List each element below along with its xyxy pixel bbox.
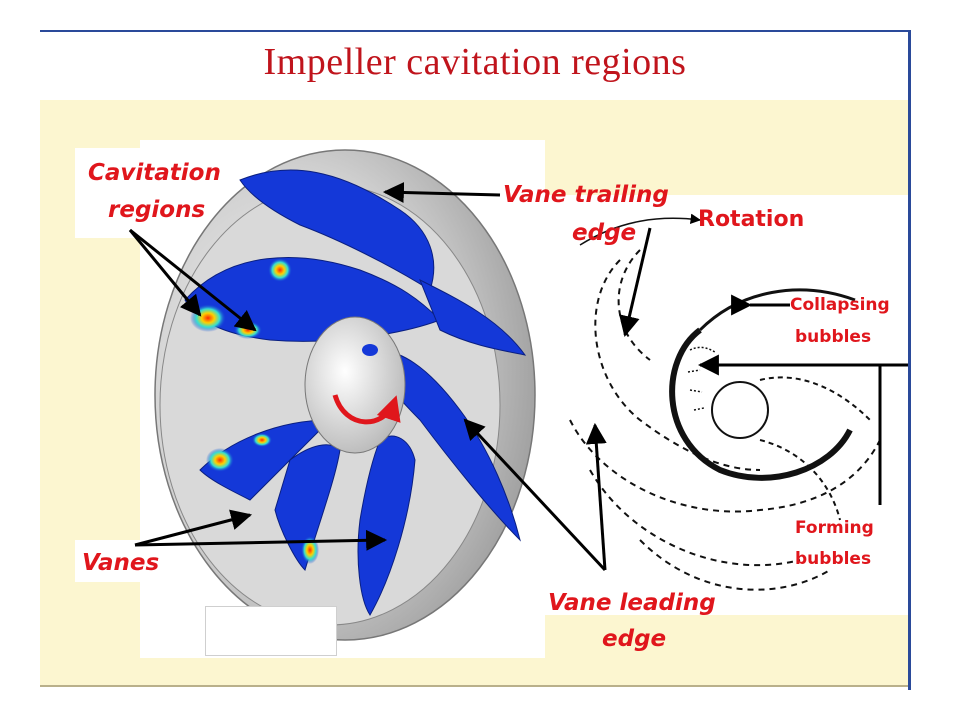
- arrow-leading-right: [585, 422, 607, 571]
- vane-bottom: [274, 444, 341, 571]
- hotspot-3: [268, 258, 292, 282]
- schematic-dashed-7: [759, 439, 841, 521]
- schematic-dashed-2: [617, 249, 651, 361]
- schematic-vane-top: [698, 288, 856, 332]
- blank-caption-box: [205, 606, 337, 656]
- label-vanes: Vanes: [82, 550, 159, 576]
- schematic-dashed-6: [759, 376, 871, 421]
- vane-right: [419, 278, 527, 356]
- label-vane-leading-line1: Vane leading: [548, 590, 716, 616]
- label-bg-cavitation: [75, 148, 235, 238]
- vane-left: [199, 419, 332, 501]
- slide-right-border: [908, 30, 911, 690]
- arrow-cavitation-2: [129, 228, 257, 332]
- arrow-vanes-1: [134, 509, 253, 547]
- title-top-rule: [40, 30, 910, 32]
- schematic-rotation-arc: [579, 213, 702, 246]
- schematic-vane-main: [669, 327, 853, 481]
- arrow-leading-left: [463, 418, 607, 572]
- hotspot-4: [206, 448, 234, 472]
- arrow-cavitation-1: [128, 229, 202, 317]
- label-vane-trailing-line1: Vane trailing: [503, 182, 669, 208]
- label-forming-line1: Forming: [795, 518, 874, 538]
- arrow-vane-trailing-right: [619, 227, 652, 338]
- schematic-hub: [711, 381, 769, 439]
- label-cavitation-line1: Cavitation: [88, 160, 221, 186]
- schematic-dashed-1: [594, 259, 761, 471]
- hotspot-5: [252, 433, 272, 447]
- label-vane-trailing-line2: edge: [572, 220, 636, 246]
- schematic-image-bg: [545, 195, 908, 615]
- arrow-vane-trailing-left: [382, 181, 501, 203]
- rotation-arrow-red: [332, 394, 401, 425]
- label-cavitation-line2: regions: [108, 197, 205, 223]
- impeller-schematic: [569, 213, 881, 591]
- label-vane-leading-line2: edge: [602, 626, 666, 652]
- impeller-3d: [154, 149, 536, 641]
- schematic-dashed-4: [589, 469, 801, 567]
- label-collapsing-line2: bubbles: [795, 327, 871, 347]
- vane-bottom-right: [357, 435, 416, 616]
- label-forming-line2: bubbles: [795, 549, 871, 569]
- leader-arrows: [128, 181, 908, 572]
- hub-eye: [362, 344, 378, 356]
- arrow-vanes-2: [134, 529, 388, 551]
- label-rotation: Rotation: [698, 207, 804, 232]
- slide-title: Impeller cavitation regions: [263, 41, 687, 83]
- schematic-dashed-3: [569, 419, 881, 513]
- schematic-dashed-5: [639, 539, 831, 591]
- impeller-hub: [304, 316, 406, 454]
- label-bg-vanes: [75, 540, 205, 582]
- label-collapsing-line1: Collapsing: [790, 295, 890, 315]
